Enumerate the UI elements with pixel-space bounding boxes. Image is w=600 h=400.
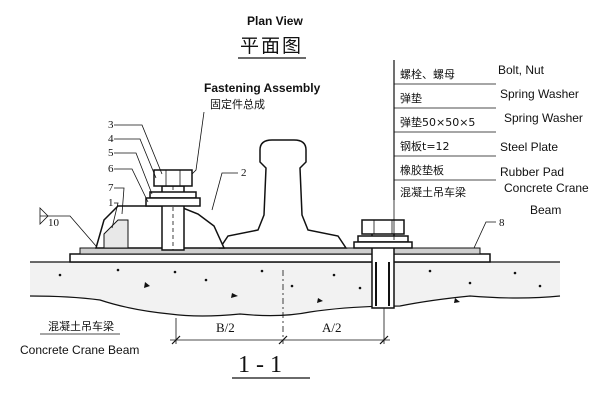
leader-4: [114, 138, 157, 179]
part-number-2: 2: [241, 167, 247, 179]
legend-table: 螺栓、螺母 弹垫 弹垫50×50×5 钢板t=12 橡胶垫板 混凝土吊车梁 Bo…: [393, 60, 589, 240]
crane-rail: [218, 139, 348, 249]
legend-en-spring-washer-plate: Spring Washer: [504, 111, 583, 125]
dim-tick: [278, 335, 288, 345]
leader-6: [114, 168, 149, 203]
dim-label-b2: B/2: [216, 320, 235, 335]
anchor-nut: [361, 219, 405, 235]
part-number-1: 1: [108, 197, 114, 209]
dim-tick: [171, 335, 181, 345]
part-number-10: 10: [48, 217, 60, 229]
steel-plate: [79, 247, 481, 255]
rubber-pad: [69, 253, 491, 263]
concrete-aggregate: [58, 268, 542, 303]
beam-label-en: Concrete Crane Beam: [20, 343, 139, 357]
concrete-beam-fill: [30, 262, 560, 316]
section-label: 1 - 1: [238, 352, 282, 378]
legend-cn-spring-washer: 弹垫: [400, 91, 422, 105]
leader-5: [114, 152, 153, 195]
part-number-3: 3: [108, 119, 114, 131]
part-number-8: 8: [499, 217, 505, 229]
title-en: Plan View: [247, 14, 303, 28]
clamp-spring-washer: [149, 191, 197, 199]
part-number-4: 4: [108, 133, 114, 145]
title-cn: 平面图: [240, 35, 303, 57]
legend-en-steel-plate: Steel Plate: [500, 140, 558, 154]
dim-label-a2: A/2: [322, 320, 342, 335]
leader-7: [114, 187, 125, 215]
legend-cn-spring-washer-plate: 弹垫50×50×5: [400, 115, 475, 129]
leader-2: [211, 172, 238, 211]
leader-10: [40, 215, 97, 247]
beam-label-cn: 混凝土吊车梁: [48, 319, 114, 333]
anchor-spring-washer: [357, 235, 409, 243]
part-number-7: 7: [108, 182, 114, 194]
legend-cn-rubber-pad: 橡胶垫板: [400, 163, 444, 177]
clamp-washer-plate: [145, 197, 201, 207]
assembly-label-cn: 固定件总成: [210, 97, 265, 111]
leader-8: [473, 221, 496, 249]
beam-break-line: [29, 295, 561, 317]
legend-en-beam: Beam: [530, 203, 561, 217]
leader-1: [111, 202, 119, 229]
legend-cn-crane-beam: 混凝土吊车梁: [400, 185, 466, 199]
section-arrow: [39, 207, 49, 225]
dim-tick: [379, 335, 389, 345]
clamp-nut: [153, 169, 193, 187]
assembly-label-en: Fastening Assembly: [204, 81, 321, 95]
legend-en-rubber-pad: Rubber Pad: [500, 165, 564, 179]
legend-en-spring-washer: Spring Washer: [500, 87, 579, 101]
legend-en-bolt: Bolt, Nut: [498, 63, 545, 77]
anchor-washer-plate: [353, 241, 413, 249]
part-number-5: 5: [108, 147, 114, 159]
part-number-6: 6: [108, 163, 114, 175]
legend-en-crane-beam: Concrete Crane: [504, 181, 589, 195]
clamp-wedge: [103, 219, 129, 249]
legend-cn-steel-plate: 钢板t=12: [400, 139, 450, 153]
legend-cn-bolt: 螺栓、螺母: [400, 67, 455, 81]
leader-3: [114, 124, 163, 175]
